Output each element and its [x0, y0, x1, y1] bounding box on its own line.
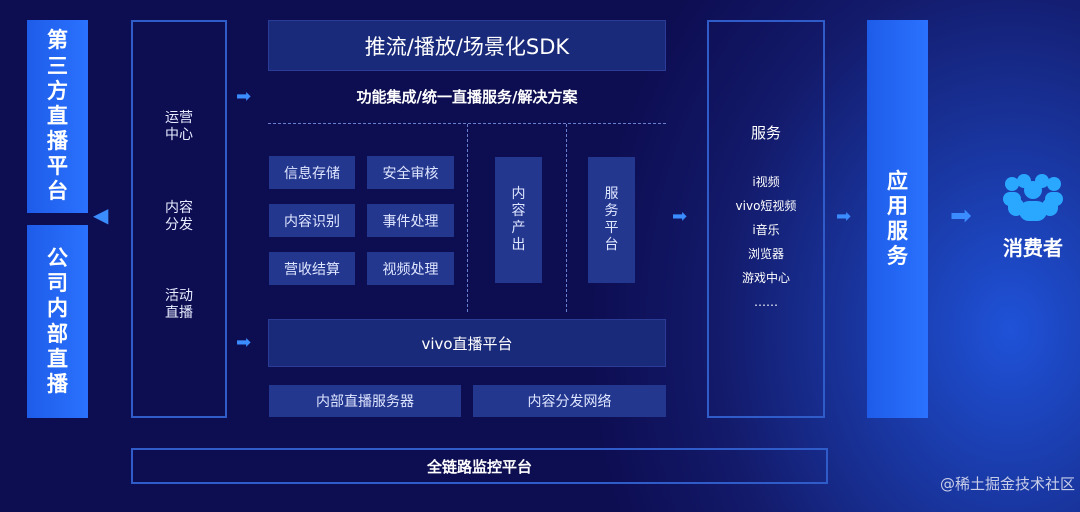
ops-text: 直播	[165, 304, 193, 321]
third-party-live-platform-box: 第 三 方 直 播 平 台	[27, 20, 88, 213]
sdk-title-bar: 推流/播放/场景化SDK	[268, 20, 666, 71]
box-char: 方	[47, 78, 68, 103]
box-char: 平	[47, 154, 68, 179]
right-arrow-icon: ➡	[836, 206, 852, 227]
ops-group-event-live: 活动 直播	[133, 288, 225, 322]
monitor-label: 全链路监控平台	[426, 457, 532, 476]
feature-cell: 视频处理	[367, 252, 454, 285]
ops-text: 内容	[165, 200, 193, 216]
vivo-platform-label: vivo直播平台	[421, 334, 513, 353]
cell-char: 内	[511, 186, 526, 203]
right-arrow-icon: ➡	[236, 86, 252, 107]
service-item: 浏览器	[747, 247, 784, 261]
right-arrow-icon: ➡	[236, 332, 252, 353]
service-item: i音乐	[752, 223, 780, 237]
box-char: 服	[887, 219, 908, 243]
cdn-cell: 内容分发网络	[473, 385, 666, 417]
box-char: 公	[47, 245, 68, 270]
vivo-live-platform-bar: vivo直播平台	[268, 319, 666, 367]
divider	[566, 124, 567, 312]
cell-char: 台	[604, 236, 619, 253]
app-service-box: 应 用 服 务	[867, 20, 928, 418]
box-char: 用	[887, 193, 908, 218]
divider	[268, 123, 666, 124]
internal-server-cell: 内部直播服务器	[269, 385, 461, 417]
ops-group-distribution: 内容 分发	[133, 200, 225, 234]
box-char: 直	[47, 346, 68, 371]
services-title: 服务	[750, 124, 781, 142]
cell-char: 产	[511, 220, 526, 236]
content-output-cell: 内 容 产 出	[495, 157, 542, 283]
feature-cell: 信息存储	[269, 156, 355, 189]
box-char: 播	[47, 129, 68, 154]
services-column: 服务 i视频 vivo短视频 i音乐 浏览器 游戏中心 ……	[707, 20, 825, 418]
cell-char: 务	[604, 203, 619, 220]
service-item: 游戏中心	[741, 271, 790, 285]
sdk-title: 推流/播放/场景化SDK	[364, 34, 570, 59]
internal-live-platform-box: 公 司 内 部 直 播	[27, 225, 88, 418]
box-char: 应	[887, 168, 908, 193]
feature-cell: 事件处理	[367, 204, 454, 237]
monitor-platform-bar: 全链路监控平台	[131, 448, 828, 484]
service-item: ……	[754, 295, 778, 309]
left-arrow-icon: ◀	[93, 203, 109, 227]
ops-text: 活动	[165, 288, 193, 304]
service-item: i视频	[752, 175, 780, 189]
box-char: 部	[47, 321, 68, 346]
box-char: 务	[887, 244, 908, 269]
cell-char: 平	[604, 220, 619, 236]
ops-column: 运营 中心 内容 分发 活动 直播	[131, 20, 227, 418]
function-title: 功能集成/统一直播服务/解决方案	[356, 88, 578, 106]
feature-cell: 安全审核	[367, 156, 454, 189]
box-char: 第	[47, 28, 68, 53]
right-arrow-icon: ➡	[672, 206, 688, 227]
watermark: @稀土掘金技术社区	[939, 475, 1075, 493]
services-list: i视频 vivo短视频 i音乐 浏览器 游戏中心 ……	[709, 170, 823, 314]
feature-cell: 内容识别	[269, 204, 355, 237]
ops-text: 中心	[165, 126, 193, 143]
box-char: 直	[47, 103, 68, 128]
box-char: 三	[47, 53, 68, 78]
feature-cell: 营收结算	[269, 252, 355, 285]
ops-group-operations: 运营 中心	[133, 110, 225, 144]
box-char: 播	[47, 371, 68, 396]
consumer-label: 消费者	[1003, 236, 1063, 260]
cell-char: 容	[511, 203, 526, 220]
box-char: 台	[47, 179, 68, 204]
service-item: vivo短视频	[735, 199, 797, 213]
service-platform-cell: 服 务 平 台	[588, 157, 635, 283]
ops-text: 运营	[165, 110, 193, 126]
divider	[467, 124, 468, 312]
box-char: 内	[47, 296, 68, 321]
right-arrow-icon: ➡	[950, 201, 972, 231]
cell-char: 服	[604, 186, 619, 203]
users-group-icon	[1000, 172, 1066, 224]
box-char: 司	[47, 271, 68, 296]
cell-char: 出	[511, 236, 526, 253]
ops-text: 分发	[165, 216, 193, 233]
